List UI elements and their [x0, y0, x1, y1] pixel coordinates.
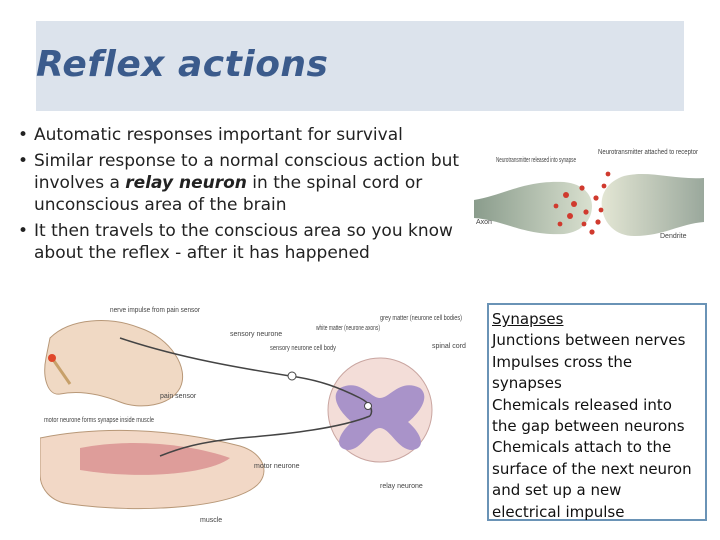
bullet-item: • Similar response to a normal conscious…	[18, 150, 488, 216]
reflex-label: white matter (neurone axons)	[315, 325, 380, 332]
reflex-label: muscle	[200, 517, 222, 524]
bullet-text: Similar response to a normal conscious a…	[34, 151, 460, 193]
bullet-list: • Automatic responses important for surv…	[18, 124, 488, 268]
synapse-label: Axon	[476, 219, 492, 226]
match-icon	[48, 354, 72, 385]
synapses-info-box: Synapses Junctions between nerves Impuls…	[487, 303, 707, 521]
synapse-label: Neurotransmitter attached to receptor	[598, 149, 699, 156]
info-line: Impulses cross the	[492, 352, 633, 371]
reflex-label: sensory neurone cell body	[270, 345, 336, 352]
reflex-label: motor neurone forms synapse inside muscl…	[44, 417, 154, 424]
motor-neurone-path	[159, 415, 371, 457]
synapse-label: Dendrite	[660, 233, 687, 240]
info-line: and set up a new	[492, 481, 622, 500]
dendrite	[601, 174, 704, 236]
info-line: surface of the next neuron	[492, 459, 692, 478]
bullet-emphasis: relay neuron	[125, 173, 247, 193]
neurotransmitter-dots	[553, 171, 611, 235]
bullet-item: • It then travels to the conscious area …	[18, 220, 488, 264]
bullet-text: It then travels to the conscious area so…	[34, 221, 453, 263]
grey-matter	[335, 385, 425, 450]
info-line: electrical impulse	[492, 502, 625, 521]
bullet-dot: •	[18, 125, 29, 145]
synapse-label: Neurotransmitter released into synapse	[496, 157, 576, 164]
info-line: synapses	[492, 374, 562, 393]
bullet-dot: •	[18, 151, 29, 171]
hand	[44, 320, 184, 407]
reflex-label: pain sensor	[160, 393, 197, 400]
info-line: Junctions between nerves	[492, 331, 686, 350]
synapse-illustration: Neurotransmitter released into synapse N…	[474, 149, 704, 240]
sensory-neurone-path	[119, 337, 361, 399]
bullet-text: Automatic responses important for surviv…	[34, 125, 403, 145]
info-line: the gap between neurons	[492, 417, 685, 436]
reflex-arc-illustration: nerve impulse from pain sensor pain sens…	[40, 307, 466, 524]
info-line: Chemicals attach to the	[492, 438, 672, 457]
slide-title: Reflex actions	[36, 44, 329, 85]
reflex-label: relay neurone	[380, 483, 423, 490]
info-line: Chemicals released into	[492, 395, 672, 414]
title-band	[36, 21, 684, 111]
sensory-cell-body	[287, 371, 297, 381]
info-box-heading: Synapses	[492, 310, 564, 328]
muscle	[80, 443, 230, 475]
relay-cell-body	[364, 402, 372, 410]
reflex-label: spinal cord	[432, 343, 466, 350]
reflex-label: grey matter (neurone cell bodies)	[380, 315, 462, 322]
reflex-label: nerve impulse from pain sensor	[110, 307, 201, 314]
bullet-text: in the spinal cord or unconscious area o…	[34, 173, 423, 215]
bullet-dot: •	[18, 221, 29, 241]
axon-terminal	[474, 181, 592, 235]
bullet-item: • Automatic responses important for surv…	[18, 124, 488, 146]
reflex-label: motor neurone	[254, 463, 300, 470]
reflex-label: sensory neurone	[230, 331, 282, 338]
